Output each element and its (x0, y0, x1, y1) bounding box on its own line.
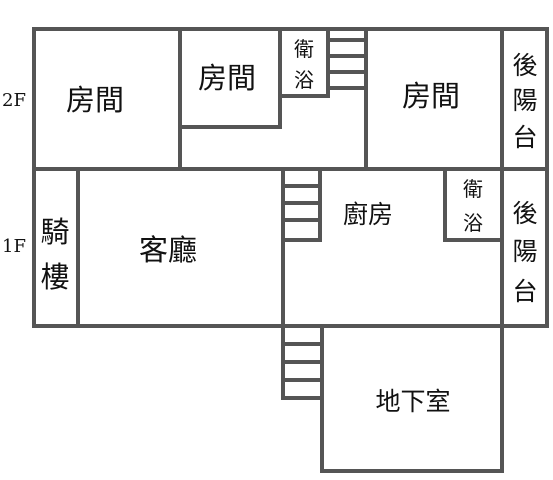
second-floor-walls (32, 27, 549, 171)
floor-label-1f: 1F (2, 236, 26, 257)
1f-arcade-label-2: 樓 (40, 260, 69, 294)
2f-balcony-label-1: 後 (512, 51, 537, 80)
basement-staircase (283, 342, 322, 382)
1f-staircase (283, 184, 320, 222)
1f-wall-bathroom (443, 167, 504, 242)
basement-walls (281, 324, 504, 473)
1f-kitchen-label: 廚房 (343, 200, 393, 229)
1f-balcony-label-1: 後 (512, 199, 537, 228)
basement-stair-wall (281, 324, 324, 400)
2f-wall-middle-bedroom (178, 27, 282, 129)
1f-balcony-label-3: 台 (512, 277, 537, 306)
1f-balcony-label-2: 陽 (512, 237, 537, 266)
2f-staircase (328, 38, 366, 90)
basement-outer-wall (320, 324, 504, 473)
basement-label: 地下室 (375, 387, 450, 416)
2f-balcony-label-3: 台 (512, 123, 537, 152)
2f-outer-wall (32, 27, 549, 171)
2f-bedroom-left-label: 房間 (66, 83, 124, 117)
2f-balcony-label-2: 陽 (512, 86, 537, 115)
1f-bathroom-label-1: 衛 (463, 177, 483, 201)
2f-bedroom-middle-label: 房間 (198, 61, 256, 95)
1f-wall-stair (281, 167, 322, 242)
2f-bathroom-label-1: 衛 (294, 37, 314, 61)
1f-outer-wall (32, 167, 549, 328)
floor-label-2f: 2F (2, 90, 26, 111)
1f-bathroom-label-2: 浴 (463, 211, 483, 235)
2f-bathroom-label-2: 浴 (294, 68, 314, 92)
1f-arcade-label-1: 騎 (40, 215, 69, 249)
first-floor-walls (32, 167, 549, 328)
2f-bedroom-right-label: 房間 (402, 79, 460, 113)
1f-living-room-label: 客廳 (139, 233, 197, 267)
2f-wall-bathroom (278, 27, 330, 98)
